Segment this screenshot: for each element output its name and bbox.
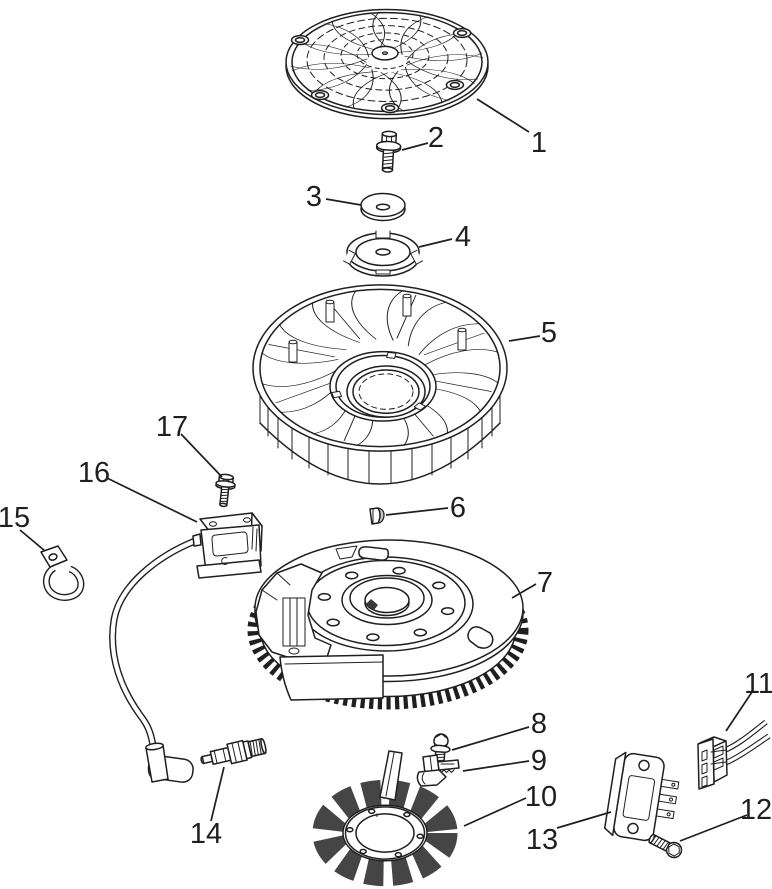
callout-wire-connector: 11 — [725, 668, 772, 732]
callout-voltage-regulator: 13 — [526, 811, 612, 856]
part-number-label: 6 — [450, 492, 466, 524]
part-number-label: 15 — [0, 502, 30, 534]
part-number-label: 13 — [526, 824, 558, 856]
retainer-notch — [410, 249, 423, 265]
coil-wire-terminal — [192, 533, 202, 547]
part-washer — [360, 192, 406, 222]
retainer-notch — [343, 249, 356, 265]
part-number-label: 11 — [744, 668, 772, 700]
part-flywheel — [247, 539, 529, 710]
callout-stator: 10 — [463, 781, 557, 827]
leader-line — [106, 477, 198, 523]
part-stator-bolt — [430, 733, 451, 771]
part-flywheel-key — [369, 507, 385, 525]
leader-line — [401, 142, 429, 151]
part-number-label: 4 — [455, 221, 471, 253]
leader-line — [679, 814, 748, 842]
part-number-label: 17 — [156, 411, 188, 443]
part-number-label: 1 — [531, 127, 547, 159]
stator-windings — [328, 795, 442, 870]
callout-stator-bolt: 8 — [451, 708, 547, 751]
part-number-label: 12 — [740, 794, 772, 826]
part-grass-screen — [286, 9, 488, 118]
fan-skirt-blades — [259, 390, 501, 485]
callout-grass-screen: 1 — [476, 98, 547, 159]
part-spark-plug — [200, 737, 267, 766]
leader-line — [418, 238, 453, 248]
flywheel-keyway — [366, 599, 378, 610]
part-number-label: 8 — [531, 708, 547, 740]
part-stator — [328, 750, 442, 871]
part-regulator-screw — [648, 833, 683, 859]
callout-coil-screw: 17 — [156, 411, 223, 478]
leader-line — [19, 529, 46, 552]
part-number-label: 16 — [78, 457, 110, 489]
part-cable-clamp — [40, 545, 85, 601]
flywheel-ring-gear — [247, 550, 529, 710]
leader-line — [451, 726, 530, 751]
part-voltage-regulator — [603, 751, 680, 842]
callout-flywheel-key: 6 — [385, 492, 466, 524]
leader-line — [476, 98, 530, 133]
callout-ignition-coil: 16 — [78, 457, 198, 523]
leader-line — [325, 198, 362, 206]
connector-wires — [721, 719, 771, 767]
part-cooling-fan — [253, 285, 507, 485]
connector-terminals — [710, 745, 727, 771]
callout-regulator-screw: 12 — [679, 794, 772, 842]
part-wire-clamp — [416, 754, 460, 787]
callout-wire-clamp: 9 — [462, 745, 547, 777]
spark-plug-wire — [109, 537, 197, 747]
leader-line — [725, 691, 753, 732]
part-number-label: 2 — [428, 122, 444, 154]
part-coil-screw — [215, 473, 236, 508]
retainer-notch — [375, 230, 391, 239]
connector-slots — [701, 749, 708, 788]
leader-line — [462, 760, 530, 772]
part-screen-bolt — [375, 130, 402, 173]
leader-line — [385, 507, 449, 516]
part-number-label: 9 — [531, 745, 547, 777]
part-number-label: 14 — [190, 818, 222, 850]
leader-line — [463, 797, 527, 827]
stator-lead-strap — [379, 750, 403, 801]
callout-cooling-fan: 5 — [508, 317, 557, 349]
leader-line — [508, 335, 541, 342]
part-number-label: 5 — [541, 317, 557, 349]
part-number-label: 10 — [525, 781, 557, 813]
leader-line — [511, 583, 537, 599]
fan-mount-posts — [288, 293, 467, 363]
callout-spark-plug: 14 — [190, 766, 225, 850]
part-number-label: 3 — [306, 181, 322, 213]
callout-washer: 3 — [306, 181, 362, 213]
leader-line — [180, 433, 223, 478]
screen-mounting-bosses — [289, 27, 474, 113]
part-ignition-coil — [109, 512, 263, 747]
flywheel-bolt-holes — [317, 567, 454, 641]
callout-cable-clamp: 15 — [0, 502, 46, 552]
part-screen-retainer — [343, 230, 423, 277]
callout-screen-retainer: 4 — [418, 221, 471, 253]
flywheel-ledge — [279, 654, 384, 701]
part-number-label: 7 — [537, 567, 553, 599]
leader-line — [210, 766, 225, 822]
fan-hub-tabs — [332, 352, 426, 410]
stator-mount-holes — [346, 809, 423, 858]
leader-line — [556, 811, 612, 829]
part-spark-plug-boot — [145, 742, 194, 783]
callout-screen-bolt: 2 — [401, 122, 444, 154]
part-wire-connector — [697, 719, 771, 790]
callout-flywheel: 7 — [511, 567, 553, 599]
